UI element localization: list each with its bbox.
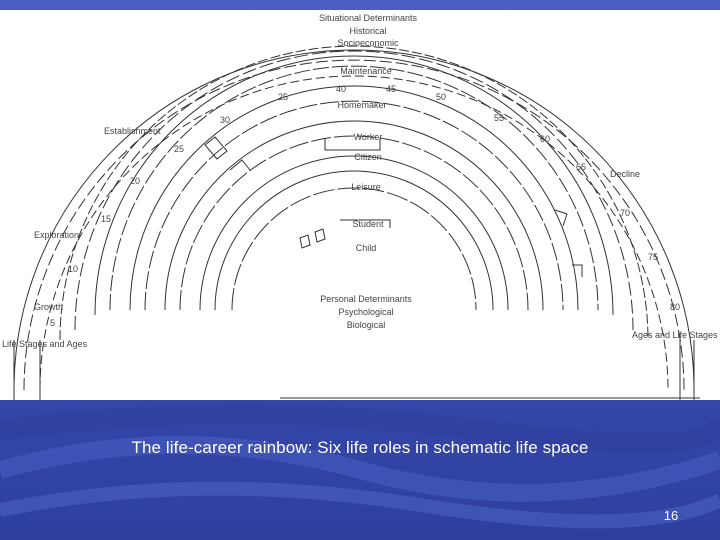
slide-number: 16 bbox=[663, 508, 679, 523]
role-citizen-label: Citizen bbox=[354, 152, 382, 162]
age-label: 70 bbox=[620, 208, 630, 218]
stage-growth-label: Growth bbox=[34, 302, 63, 312]
role-homemaker-label: Homemaker bbox=[337, 100, 386, 110]
age-label: 20 bbox=[130, 176, 140, 186]
figure-caption: The life-career rainbow: Six life roles … bbox=[131, 438, 589, 457]
stage-establishment-label: Establishment bbox=[104, 126, 161, 136]
rainbow-diagram: Situational Determinants Historical Soci… bbox=[2, 13, 718, 400]
stage-exploration-label: Exploration bbox=[34, 230, 79, 240]
role-leisure-label: Leisure bbox=[351, 182, 381, 192]
situational-determinants-label: Situational Determinants bbox=[319, 13, 418, 23]
historical-label: Historical bbox=[349, 26, 386, 36]
age-label: 55 bbox=[494, 113, 504, 123]
stage-decline-label: Decline bbox=[610, 169, 640, 179]
life-career-rainbow-figure: Situational Determinants Historical Soci… bbox=[0, 10, 720, 400]
role-child-label: Child bbox=[356, 243, 377, 253]
role-worker-label: Worker bbox=[354, 132, 383, 142]
age-label: 5 bbox=[50, 318, 55, 328]
socioeconomic-label: Socioeconomic bbox=[337, 38, 399, 48]
life-stages-and-ages-label: Life Stages and Ages bbox=[2, 339, 88, 349]
age-label: 25 bbox=[174, 144, 184, 154]
age-label: 60 bbox=[540, 134, 550, 144]
age-label: 30 bbox=[220, 115, 230, 125]
role-maintenance-label: Maintenance bbox=[340, 66, 392, 76]
role-student-label: Student bbox=[352, 219, 384, 229]
biological-label: Biological bbox=[347, 320, 386, 330]
ages-and-life-stages-label: Ages and Life Stages bbox=[632, 330, 718, 340]
personal-determinants-label: Personal Determinants bbox=[320, 294, 412, 304]
psychological-label: Psychological bbox=[338, 307, 393, 317]
age-label: 10 bbox=[68, 264, 78, 274]
age-label: 15 bbox=[101, 214, 111, 224]
age-label: 40 bbox=[336, 84, 346, 94]
age-label: 50 bbox=[436, 92, 446, 102]
age-label: 25 bbox=[278, 92, 288, 102]
age-label: 75 bbox=[648, 252, 658, 262]
age-label: 65 bbox=[576, 162, 586, 172]
age-label: 80 bbox=[670, 302, 680, 312]
age-label: 45 bbox=[386, 84, 396, 94]
